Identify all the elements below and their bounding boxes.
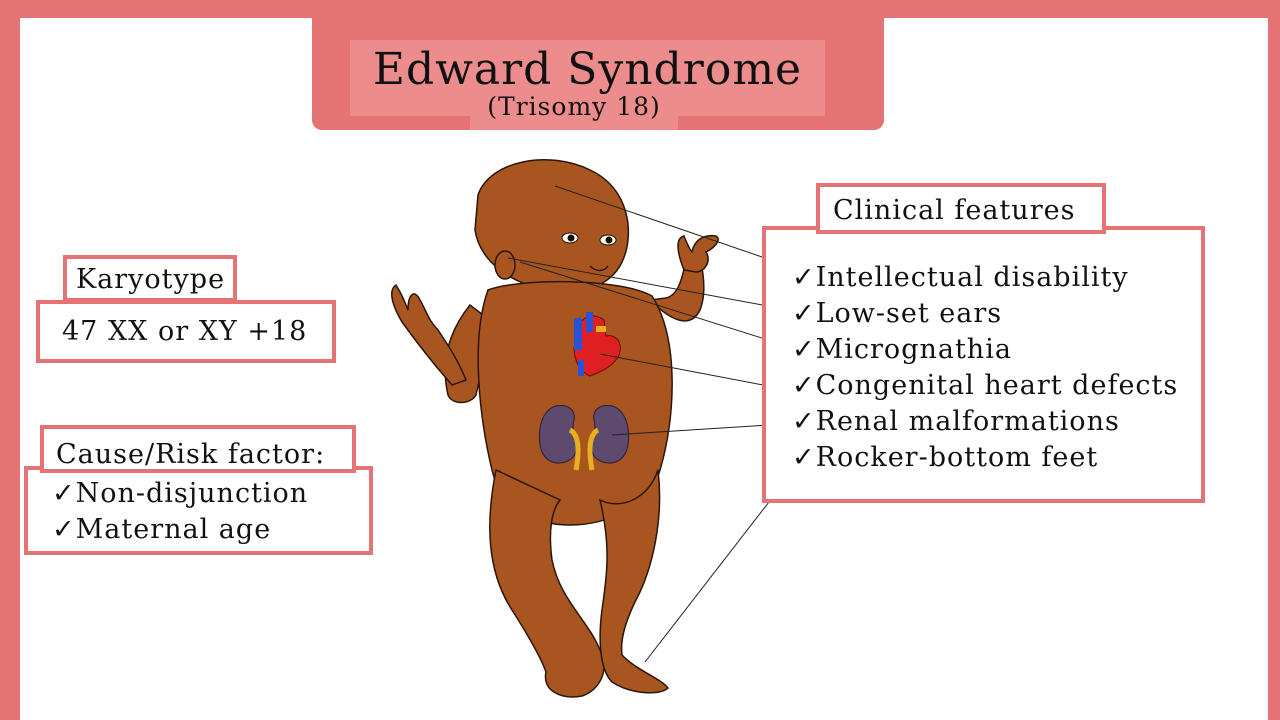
check-icon: ✓ bbox=[792, 262, 816, 293]
feature-label: Micrognathia bbox=[815, 334, 1012, 365]
feature-label: Low-set ears bbox=[815, 298, 1003, 329]
feature-label: Intellectual disability bbox=[815, 262, 1129, 293]
karyotype-value-box: 47 XX or XY +18 bbox=[36, 300, 336, 363]
cause-item-label: Maternal age bbox=[75, 514, 272, 545]
list-item: ✓Non-disjunction bbox=[52, 476, 369, 512]
feature-label: Renal malformations bbox=[815, 406, 1120, 437]
check-icon: ✓ bbox=[792, 442, 816, 473]
cause-item-label: Non-disjunction bbox=[75, 478, 309, 509]
check-icon: ✓ bbox=[52, 514, 76, 545]
check-icon: ✓ bbox=[792, 406, 816, 437]
karyotype-label: Karyotype bbox=[76, 264, 226, 295]
list-item: ✓Congenital heart defects bbox=[792, 368, 1201, 404]
feature-label: Rocker-bottom feet bbox=[815, 442, 1099, 473]
cause-label: Cause/Risk factor: bbox=[56, 439, 326, 470]
page-subtitle: (Trisomy 18) bbox=[487, 92, 661, 121]
heart-icon bbox=[573, 312, 621, 377]
eyes bbox=[561, 232, 617, 272]
list-item: ✓Maternal age bbox=[52, 512, 369, 548]
karyotype-value: 47 XX or XY +18 bbox=[62, 316, 308, 347]
cause-list-box: ✓Non-disjunction ✓Maternal age bbox=[24, 466, 373, 555]
check-icon: ✓ bbox=[52, 478, 76, 509]
karyotype-label-box: Karyotype bbox=[63, 255, 237, 302]
kidneys-icon bbox=[538, 405, 630, 471]
list-item: ✓Renal malformations bbox=[792, 404, 1201, 440]
feature-label: Congenital heart defects bbox=[815, 370, 1179, 401]
list-item: ✓Rocker-bottom feet bbox=[792, 440, 1201, 476]
clinical-features-list: ✓Intellectual disability ✓Low-set ears ✓… bbox=[762, 226, 1205, 503]
clinical-features-label-box: Clinical features bbox=[816, 183, 1106, 234]
clinical-features-label: Clinical features bbox=[833, 195, 1076, 226]
check-icon: ✓ bbox=[792, 298, 816, 329]
subtitle-band bbox=[470, 94, 678, 130]
check-icon: ✓ bbox=[792, 370, 816, 401]
baby-body bbox=[391, 159, 719, 698]
list-item: ✓Low-set ears bbox=[792, 296, 1201, 332]
list-item: ✓Micrognathia bbox=[792, 332, 1201, 368]
list-item: ✓Intellectual disability bbox=[792, 260, 1201, 296]
cause-label-box: Cause/Risk factor: bbox=[40, 425, 356, 473]
page-title: Edward Syndrome bbox=[372, 44, 803, 95]
check-icon: ✓ bbox=[792, 334, 816, 365]
